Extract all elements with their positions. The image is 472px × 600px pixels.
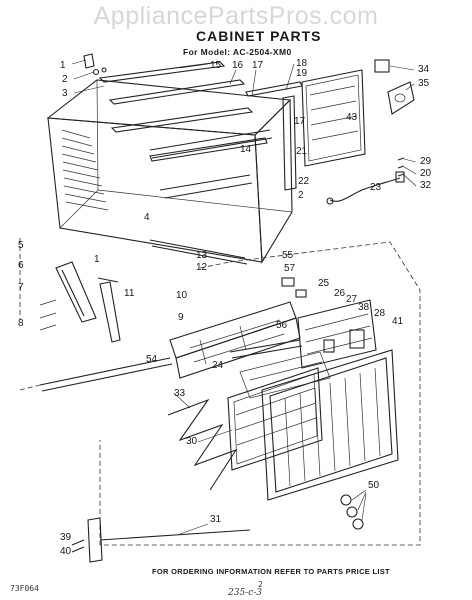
callout-28: 28 — [374, 308, 386, 319]
document-id: 235-c-3 — [228, 588, 263, 598]
callout-29: 29 — [420, 156, 432, 167]
callout-2: 2 — [62, 74, 68, 85]
vertical-channel — [282, 95, 297, 191]
rear-filter-panel — [301, 69, 366, 167]
part-38 — [323, 339, 335, 353]
callout-27: 27 — [346, 294, 358, 305]
model-label: For Model: AC-2504-XM0 — [183, 47, 292, 57]
shaft-24 — [229, 339, 331, 399]
control-knobs — [281, 277, 307, 298]
wire-harness — [326, 171, 405, 205]
callout-14: 14 — [240, 144, 252, 155]
part-34 — [374, 59, 390, 73]
callout-1b: 1 — [94, 254, 100, 265]
callout-55: 55 — [282, 250, 294, 261]
callout-25: 25 — [318, 278, 330, 289]
front-panel — [261, 349, 399, 501]
page-number: 2 — [258, 580, 263, 589]
callout-32: 32 — [420, 180, 432, 191]
callout-18: 18 — [296, 58, 308, 69]
diagram-title: CABINET PARTS — [196, 28, 322, 44]
callout-2b: 2 — [298, 190, 304, 201]
callout-17b: 17 — [294, 116, 306, 127]
bottom-bracket — [71, 517, 251, 563]
side-louvers — [61, 129, 109, 211]
callout-5: 5 — [18, 240, 24, 251]
figure-code: 73F064 — [10, 584, 39, 593]
callout-54: 54 — [146, 354, 158, 365]
callout-17: 17 — [252, 60, 264, 71]
callout-21: 21 — [296, 146, 308, 157]
callout-56: 56 — [276, 320, 288, 331]
control-housing — [169, 301, 301, 379]
part-35-bracket — [387, 81, 415, 115]
callout-22: 22 — [298, 176, 310, 187]
callout-labels: 1 2 3 15 16 17 18 19 34 35 43 14 17 21 2… — [18, 58, 432, 557]
leader-dash — [199, 261, 231, 269]
callout-24: 24 — [212, 360, 224, 371]
left-side-parts — [19, 238, 121, 343]
callout-11: 11 — [124, 288, 135, 299]
inner-rail — [149, 137, 268, 162]
top-rails — [98, 61, 254, 133]
panel-fasteners — [340, 494, 364, 530]
callout-7: 7 — [18, 282, 24, 293]
top-left-fasteners — [83, 53, 107, 76]
callout-39: 39 — [60, 532, 72, 543]
heater-coil — [167, 398, 238, 491]
front-assembly-boundary — [99, 241, 421, 546]
callout-57: 57 — [284, 263, 296, 274]
callout-12: 12 — [196, 262, 208, 273]
callout-3: 3 — [62, 88, 68, 99]
callout-13: 13 — [196, 250, 208, 261]
callout-38: 38 — [358, 302, 370, 313]
callout-23: 23 — [370, 182, 382, 193]
control-grille — [297, 299, 377, 369]
ordering-note: FOR ORDERING INFORMATION REFER TO PARTS … — [152, 567, 390, 576]
callout-30: 30 — [186, 436, 198, 447]
callout-41: 41 — [392, 316, 404, 327]
callout-15: 15 — [210, 60, 222, 71]
long-support-bar — [19, 357, 173, 392]
callout-20: 20 — [420, 168, 432, 179]
divider-strip — [245, 81, 303, 97]
callout-19: 19 — [296, 68, 308, 79]
screws-right — [397, 157, 405, 177]
callout-6: 6 — [18, 260, 24, 271]
callout-43: 43 — [346, 112, 358, 123]
callout-34: 34 — [418, 64, 430, 75]
cabinet-shell — [46, 79, 293, 265]
callout-31: 31 — [210, 514, 222, 525]
watermark: AppliancePartsPros.com — [93, 2, 379, 30]
part-28 — [349, 329, 365, 349]
callout-8: 8 — [18, 318, 24, 329]
callout-35: 35 — [418, 78, 430, 89]
callout-16: 16 — [232, 60, 244, 71]
leader-lines — [71, 59, 417, 535]
callout-4: 4 — [144, 212, 150, 223]
front-filter — [227, 367, 323, 471]
callout-26: 26 — [334, 288, 346, 299]
callout-50: 50 — [368, 480, 380, 491]
callout-9: 9 — [178, 312, 184, 323]
callout-33: 33 — [174, 388, 186, 399]
callout-40: 40 — [60, 546, 72, 557]
callout-10: 10 — [176, 290, 188, 301]
callout-1: 1 — [60, 60, 66, 71]
